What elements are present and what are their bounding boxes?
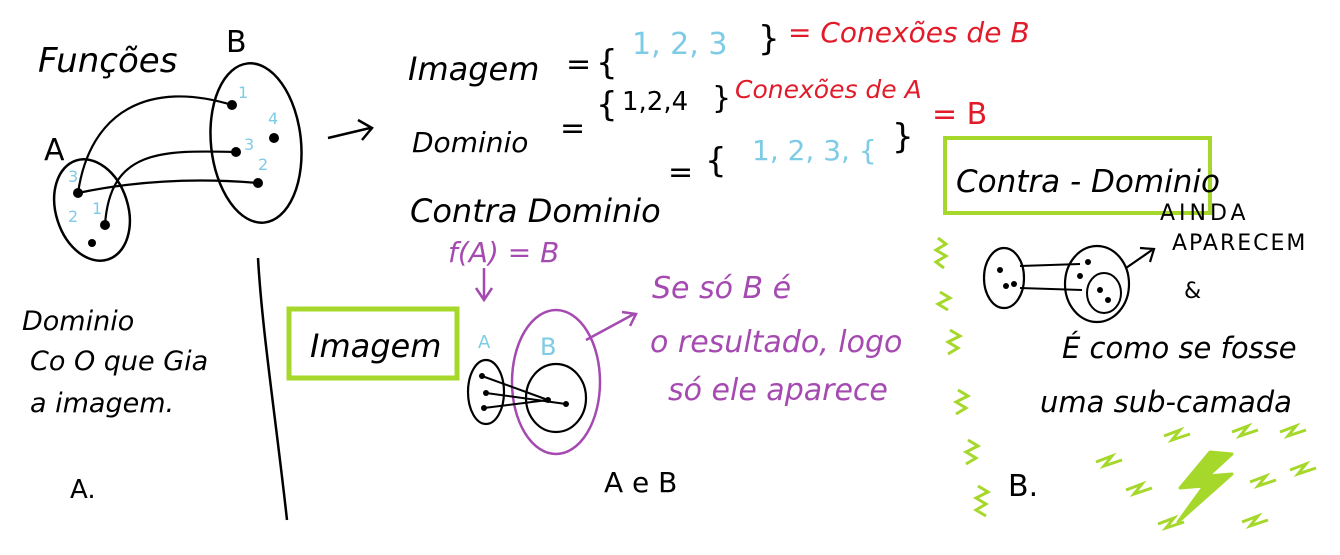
purple-note: Se só B é	[652, 271, 791, 306]
image-dot	[1097, 287, 1103, 293]
set-b-number: 2	[258, 155, 268, 174]
set-b-number: 4	[268, 109, 278, 128]
note-letter: A.	[70, 475, 96, 505]
note-sublayer: É como se fosse	[1062, 331, 1297, 365]
mapping-line	[481, 375, 567, 409]
imagem-box-title: Imagem	[310, 327, 441, 365]
note-ampersand: &	[1184, 279, 1201, 304]
formula-arrow	[474, 268, 494, 303]
dominio-open-brace: {	[596, 85, 618, 125]
set-b-oval	[524, 362, 588, 434]
mapping-line	[1019, 263, 1083, 291]
note-dominio: Dominio	[22, 306, 134, 337]
divider-line	[256, 257, 289, 521]
set-b-oval	[209, 62, 303, 224]
note-line: Co O que Gia	[30, 346, 208, 377]
codomain-oval	[1063, 244, 1131, 324]
set-b-dot	[269, 133, 279, 143]
contra-dominio-annotation: = B	[932, 97, 987, 132]
imagem-close-brace: }	[758, 19, 780, 59]
set-a-number: 2	[68, 207, 78, 226]
imagem-box	[286, 306, 460, 381]
contra-dominio-box-title: Contra - Dominio	[956, 164, 1220, 200]
set-a-number: 1	[92, 199, 102, 218]
dominio-label: Dominio	[412, 126, 528, 159]
lightning-icon	[1095, 422, 1317, 532]
domain-dot	[1003, 283, 1009, 289]
dominio-annotation: Conexões de A	[735, 75, 922, 104]
dominio-values: 1,2,4	[622, 87, 688, 117]
mapping-arrow	[77, 179, 259, 195]
contra-dominio-values: 1, 2, 3, {	[752, 134, 877, 167]
formula: f(A) = B	[448, 236, 559, 269]
mapping-arrow	[103, 150, 237, 226]
imagem-open-brace: {	[596, 43, 618, 83]
lime-squiggle	[933, 236, 992, 518]
note-ainda: AINDA	[1160, 201, 1250, 226]
image-inner-oval	[1086, 272, 1122, 314]
set-a-label: A	[44, 133, 65, 168]
set-b-label: B	[540, 333, 556, 361]
pointer-arrow	[327, 118, 374, 141]
bottom-caption: A e B	[604, 466, 677, 499]
contra-dominio-open-brace: {	[705, 141, 727, 181]
contra-dominio-close-brace: }	[892, 117, 914, 157]
functions-section: Funções B A 3 1 2 1 4 3 2 Dominio	[22, 25, 374, 521]
set-a-dot	[88, 239, 96, 247]
purple-note: só ele aparece	[668, 373, 888, 408]
contra-dominio-section: Contra - Dominio AINDA APARECEM & É como…	[933, 136, 1317, 532]
set-b-number: 3	[244, 135, 254, 154]
domain-oval	[982, 246, 1026, 310]
codomain-dot	[1085, 259, 1091, 265]
note-sublayer: uma sub-camada	[1040, 385, 1292, 419]
set-a-oval	[52, 158, 132, 262]
set-a-number: 3	[68, 167, 78, 186]
set-b-number: 1	[238, 83, 248, 102]
set-a-label: A	[478, 332, 491, 353]
set-b-purple-oval	[510, 308, 602, 456]
bottom-letter: B.	[1008, 469, 1038, 504]
dominio-close-brace: }	[712, 81, 731, 116]
functions-title: Funções	[38, 41, 177, 81]
imagem-label: Imagem	[408, 50, 539, 88]
contra-dominio-eq: =	[668, 155, 693, 190]
image-dot	[1105, 297, 1111, 303]
domain-dot	[1011, 281, 1017, 287]
mapping-arrow	[76, 95, 233, 194]
dominio-eq: =	[560, 111, 585, 146]
contra-dominio-box	[943, 136, 1212, 215]
definitions-section: Imagem = { 1, 2, 3 } = Conexões de B Dom…	[408, 16, 1030, 230]
lightning-icon	[1176, 450, 1234, 524]
codomain-dot	[1077, 273, 1083, 279]
domain-dot	[997, 267, 1003, 273]
note-arrow	[585, 310, 638, 342]
set-b-label: B	[226, 25, 247, 60]
imagem-section: f(A) = B Imagem A B Se só B é o resultad…	[286, 236, 902, 499]
contra-dominio-label: Contra Dominio	[410, 192, 661, 230]
purple-note: o resultado, logo	[650, 325, 902, 360]
imagem-values: 1, 2, 3	[632, 27, 727, 62]
note-line: a imagem.	[30, 388, 174, 419]
imagem-annotation: = Conexões de B	[788, 16, 1030, 49]
pointer-arrow	[1125, 246, 1156, 269]
note-aparecem: APARECEM	[1172, 231, 1307, 256]
set-a-oval	[466, 358, 506, 426]
imagem-eq: =	[566, 47, 591, 82]
